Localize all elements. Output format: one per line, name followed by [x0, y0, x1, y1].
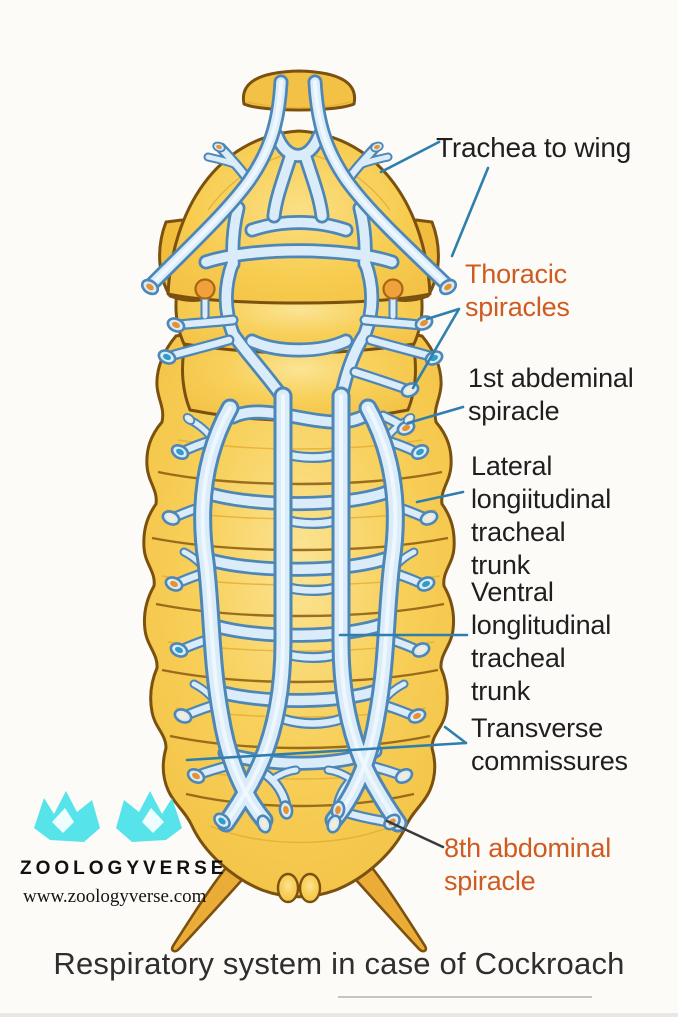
leader-first-abdominal-spiracle	[406, 405, 465, 425]
leader-trachea-to-wing-1	[379, 140, 441, 174]
leader-lines	[185, 140, 490, 849]
thoracic-knob-right	[382, 278, 404, 300]
leader-lateral-trunk	[415, 490, 465, 504]
logo-website: www.zoologyverse.com	[23, 886, 207, 907]
thoracic-knob-left	[194, 278, 216, 300]
bottom-edge-strip	[0, 1013, 678, 1017]
leader-trachea-to-wing-2	[450, 166, 490, 258]
label-trachea-to-wing: Trachea to wing	[436, 132, 632, 163]
paraproct-left	[276, 872, 300, 904]
label-ventral-longitudinal-trunk: Ventral longlitudinal tracheal trunk	[471, 577, 612, 706]
diagram-title: Respiratory system in case of Cockroach	[53, 946, 625, 981]
leader-thoracic-spiracles	[411, 307, 461, 390]
paraproct-right	[298, 872, 322, 904]
head	[241, 69, 357, 112]
label-thoracic-spiracles: Thoracic spiracles	[465, 259, 570, 322]
leader-eighth-abdominal-spiracle	[385, 819, 445, 849]
label-eighth-abdominal-spiracle: 8th abdominal spiracle	[444, 833, 612, 896]
logo-wordmark: ZOOLOGYVERSE	[20, 858, 228, 879]
wolf-head-left	[34, 791, 100, 842]
wolf-head-right	[116, 791, 182, 842]
label-first-abdominal-spiracle: 1st abdeminal spiracle	[468, 363, 634, 426]
label-lateral-longitudinal-trunk: Lateral longiitudinal tracheal trunk	[471, 451, 612, 580]
label-transverse-commissures: Transverse commissures	[471, 713, 628, 776]
zoologyverse-wolves-logo	[34, 791, 182, 842]
title-underline	[338, 996, 592, 998]
leader-transverse-commissures	[185, 725, 468, 762]
